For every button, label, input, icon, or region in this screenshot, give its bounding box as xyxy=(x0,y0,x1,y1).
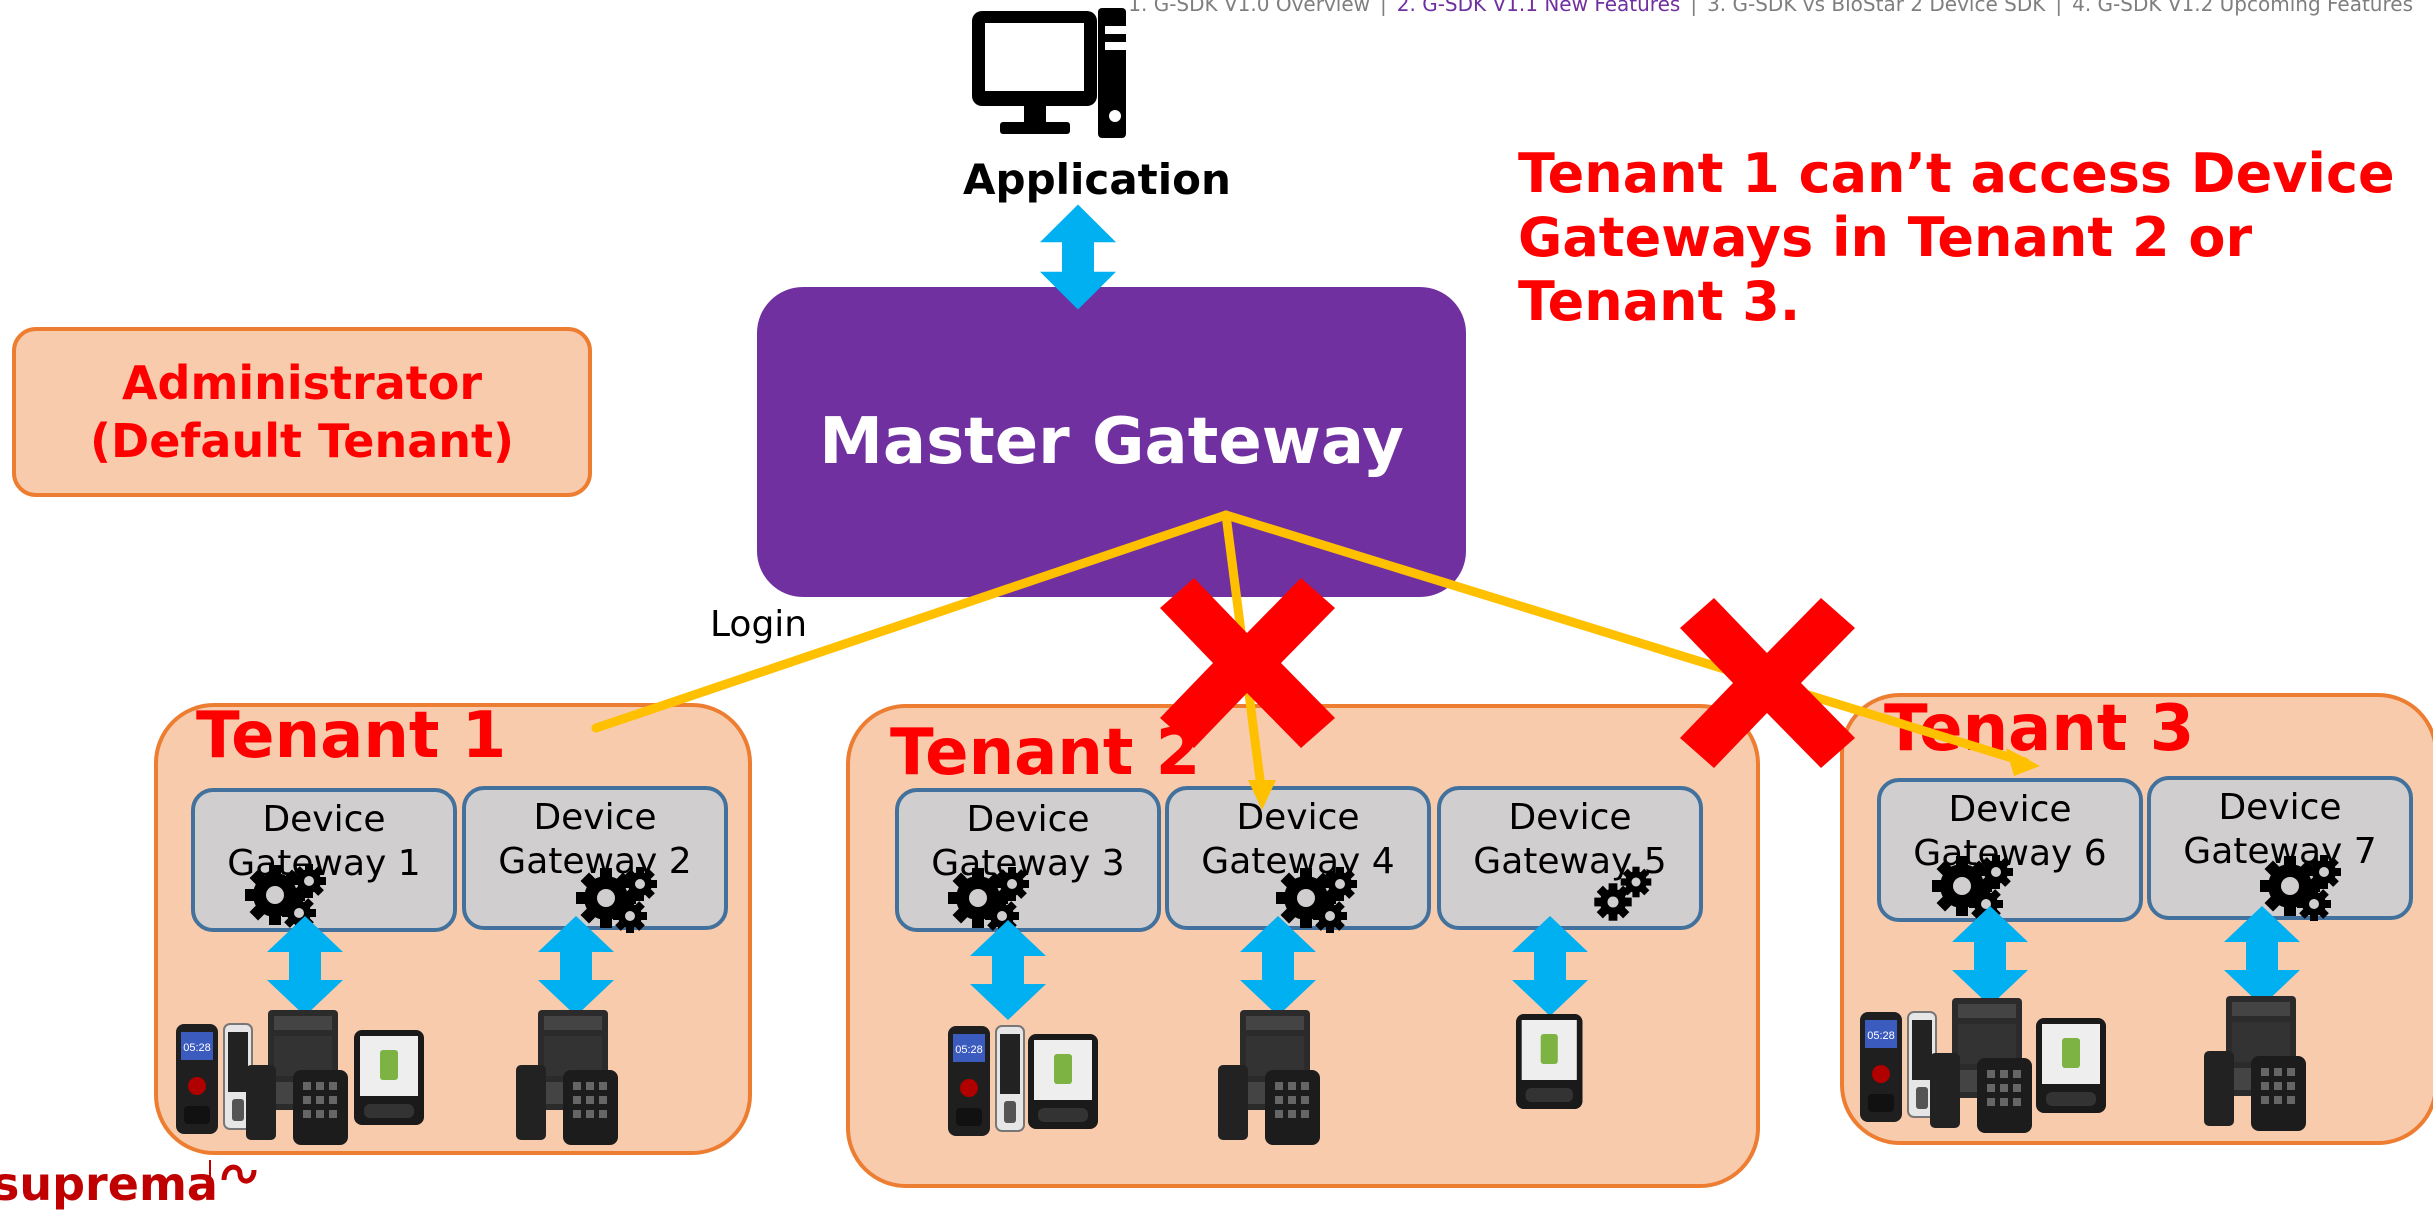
gear-icon xyxy=(1620,866,1652,898)
access-controller-image xyxy=(246,1010,348,1145)
gateway-label-line1: Device xyxy=(2218,787,2342,828)
device-gateway-2: Device Gateway 2 xyxy=(462,786,728,930)
gear-icon xyxy=(245,864,326,930)
nav-item-sdk-comparison[interactable]: 3. G-SDK vs BioStar 2 Device SDK xyxy=(1707,0,2046,16)
connector-arrowhead xyxy=(1248,780,1276,810)
login-connector-tenant-1 xyxy=(591,510,1231,733)
gateway-label-line1: Device xyxy=(533,797,657,838)
access-controller-image xyxy=(2204,996,2306,1131)
gear-icon xyxy=(1276,867,1357,933)
device-group-gateway-6 xyxy=(1860,998,2106,1133)
suprema-logo-mark xyxy=(209,1160,257,1187)
device-gateway-3: Device Gateway 3 xyxy=(895,788,1161,932)
access-controller-image xyxy=(1218,1010,1320,1145)
device-group-gateway-1 xyxy=(176,1010,424,1145)
application-link-arrow xyxy=(1040,204,1116,310)
desktop-computer-icon xyxy=(972,8,1126,138)
device-link-arrow xyxy=(267,916,343,1016)
warning-line-1: Tenant 1 can’t access Device xyxy=(1518,142,2395,205)
administrator-box: Administrator (Default Tenant) xyxy=(12,327,592,497)
nav-separator: | xyxy=(1690,0,1698,16)
gateway-label-line1: Device xyxy=(1948,789,2072,830)
suprema-logo: suprema xyxy=(0,1157,218,1211)
application-label: Application xyxy=(963,155,1231,204)
access-warning-text: Tenant 1 can’t access Device Gateways in… xyxy=(1518,142,2433,334)
gateway-label-line2: Gateway 2 xyxy=(498,841,692,882)
warning-line-2: Gateways in Tenant 2 or Tenant 3. xyxy=(1518,206,2253,333)
access-controller-image xyxy=(1930,998,2032,1133)
gear-icon xyxy=(948,867,1029,933)
connector-tenant-3 xyxy=(1221,510,2030,767)
fingerprint-reader-image xyxy=(948,1026,990,1136)
nav-item-upcoming-features[interactable]: 4. G-SDK V1.2 Upcoming Features xyxy=(2072,0,2413,16)
slim-reader-image xyxy=(995,1025,1025,1132)
master-gateway-label: Master Gateway xyxy=(819,405,1404,479)
administrator-subtitle: (Default Tenant) xyxy=(90,414,514,468)
device-gateway-5: Device Gateway 5 xyxy=(1437,786,1703,930)
gear-icon xyxy=(1932,855,2013,921)
gateway-label-line1: Device xyxy=(1508,797,1632,838)
nav-separator: | xyxy=(2055,0,2063,16)
nav-item-new-features[interactable]: 2. G-SDK V1.1 New Features xyxy=(1396,0,1681,16)
device-gateway-6: Device Gateway 6 xyxy=(1877,778,2143,922)
gear-icon xyxy=(2260,855,2341,921)
device-link-arrow xyxy=(1512,916,1588,1016)
gateway-label-line1: Device xyxy=(262,799,386,840)
face-station-image xyxy=(1516,1014,1583,1109)
administrator-title: Administrator xyxy=(121,356,483,410)
nav-separator: | xyxy=(1380,0,1387,16)
gear-icon xyxy=(576,867,657,933)
tenant-3-title: Tenant 3 xyxy=(1884,692,2195,766)
tenant-2-title: Tenant 2 xyxy=(890,716,1201,790)
breadcrumb-nav: 1. G-SDK V1.0 Overview | 2. G-SDK V1.1 New… xyxy=(1128,0,2413,16)
blocked-x-icon xyxy=(1680,598,1855,768)
master-gateway-box: Master Gateway xyxy=(757,287,1466,597)
blocked-x-icon xyxy=(1160,578,1335,748)
gateway-label-line1: Device xyxy=(1236,797,1360,838)
face-station-image xyxy=(354,1030,424,1125)
access-controller-image xyxy=(516,1010,618,1145)
connector-arrowhead xyxy=(2006,748,2040,776)
face-station-image xyxy=(2036,1018,2106,1113)
device-group-gateway-3 xyxy=(948,1025,1098,1136)
gateway-label-line2: Gateway 4 xyxy=(1201,841,1395,882)
gateway-label-line1: Device xyxy=(966,799,1090,840)
device-gateway-7: Device Gateway 7 xyxy=(2147,776,2413,920)
nav-item-overview[interactable]: 1. G-SDK V1.0 Overview xyxy=(1128,0,1371,16)
login-label: Login xyxy=(710,604,808,645)
fingerprint-reader-image xyxy=(1860,1012,1902,1122)
device-link-arrow xyxy=(1240,916,1316,1016)
device-link-arrow xyxy=(970,920,1046,1020)
device-link-arrow xyxy=(1952,906,2028,1006)
tenant-1-title: Tenant 1 xyxy=(196,699,507,773)
device-gateway-1: Device Gateway 1 xyxy=(191,788,457,932)
fingerprint-reader-image xyxy=(176,1024,218,1134)
gateway-label-line2: Gateway 7 xyxy=(2183,831,2377,872)
device-link-arrow xyxy=(2224,906,2300,1006)
device-link-arrow xyxy=(538,916,614,1016)
face-station-image xyxy=(1028,1034,1098,1129)
